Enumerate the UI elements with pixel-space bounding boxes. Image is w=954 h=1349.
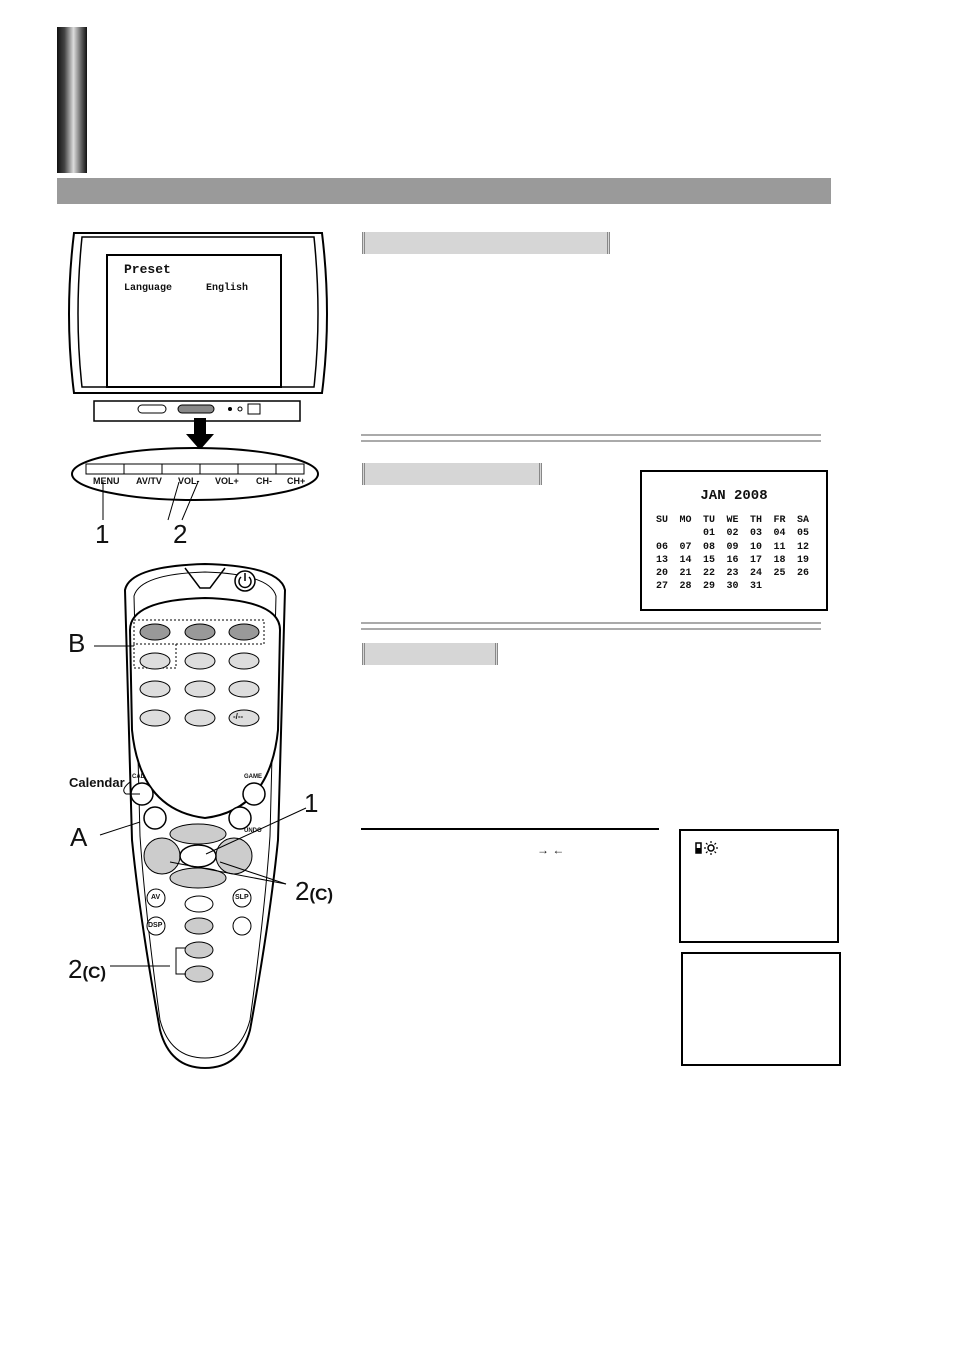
calendar-day: 14 — [679, 554, 692, 566]
divider-3 — [361, 828, 659, 830]
calendar-day: 15 — [703, 554, 716, 566]
calendar-week-row: 01 02 03 04 05 — [656, 527, 821, 540]
weekday: WE — [726, 515, 739, 526]
calendar-week-row: 06 07 08 09 10 11 12 — [656, 541, 821, 554]
remote-callout-lines — [94, 645, 307, 975]
calendar-day: 20 — [656, 568, 669, 580]
calendar-day — [774, 580, 798, 593]
calendar-day: 13 — [656, 554, 669, 566]
panel-label-ch-minus: CH- — [256, 476, 272, 486]
arrows-text: → ← — [537, 843, 565, 857]
calendar-display: JAN 2008 SU MO TU WE TH FR SA 01 02 03 04 05… — [640, 470, 828, 611]
calendar-day: 28 — [679, 581, 692, 593]
remote-label-game: GAME — [244, 774, 262, 780]
callout-1-remote: 1 — [304, 788, 319, 818]
calendar-day: 07 — [679, 541, 692, 553]
panel-label-avtv: AV/TV — [136, 476, 162, 486]
callout-lines — [102, 481, 199, 521]
osd-box-empty — [681, 952, 841, 1066]
callout-2c-remote: 2(C) — [295, 876, 334, 906]
calendar-day: 12 — [797, 541, 810, 553]
osd-title: Preset — [124, 262, 171, 277]
section-tab-3 — [362, 643, 498, 665]
section-tab-2 — [362, 463, 542, 485]
calendar-weekday-row: SU MO TU WE TH FR SA — [656, 514, 821, 527]
calendar-week-row: 20 21 22 23 24 25 26 — [656, 567, 821, 580]
divider-2 — [361, 622, 821, 630]
tv-screen — [106, 254, 282, 388]
panel-label-vol-minus: VOL- — [178, 476, 200, 486]
panel-label-ch-plus: CH+ — [287, 476, 306, 486]
calendar-day: 30 — [726, 581, 739, 593]
calendar-week-row: 13 14 15 16 17 18 19 — [656, 554, 821, 567]
calendar-week-row: 27 28 29 30 31 — [656, 580, 821, 593]
section-tab-1 — [362, 232, 610, 254]
calendar-day: 25 — [773, 568, 786, 580]
weekday: TH — [750, 515, 763, 526]
calendar-day: 19 — [797, 554, 810, 566]
weekday: SA — [797, 515, 810, 526]
weekday: FR — [773, 515, 786, 526]
panel-label-menu: MENU — [93, 476, 120, 486]
calendar-day: 09 — [726, 541, 739, 553]
calendar-day: 05 — [797, 528, 810, 540]
calendar-day: 10 — [750, 541, 763, 553]
calendar-day: 23 — [726, 568, 739, 580]
calendar-day: 06 — [656, 541, 669, 553]
section-header-bar — [57, 178, 831, 204]
panel-label-vol-plus: VOL+ — [215, 476, 239, 486]
calendar-day: 27 — [656, 581, 669, 593]
down-arrow-icon — [186, 418, 214, 450]
calendar-day — [680, 527, 704, 540]
chapter-tab — [57, 27, 87, 173]
remote-label-av: AV — [151, 894, 161, 901]
calendar-day: 16 — [726, 554, 739, 566]
calendar-day: 26 — [797, 568, 810, 580]
remote-label-slp: SLP — [235, 894, 249, 901]
calendar-day: 24 — [750, 568, 763, 580]
calendar-day: 03 — [750, 528, 763, 540]
calendar-day: 18 — [773, 554, 786, 566]
osd-box-picture — [679, 829, 839, 943]
calendar-day: 02 — [726, 528, 739, 540]
callout-calendar: Calendar — [69, 775, 125, 790]
callout-2c-left: 2(C) — [68, 954, 107, 984]
calendar-day: 31 — [750, 581, 763, 593]
weekday: SU — [656, 515, 669, 526]
callout-a: A — [70, 822, 88, 852]
calendar-day: 08 — [703, 541, 716, 553]
calendar-day: 17 — [750, 554, 763, 566]
calendar-day — [797, 580, 821, 593]
calendar-day — [656, 527, 680, 540]
calendar-day: 22 — [703, 568, 716, 580]
remote-label-cal: CAL — [132, 774, 145, 780]
callout-1-panel: 1 — [95, 519, 110, 549]
calendar-day: 21 — [679, 568, 692, 580]
calendar-day: 11 — [773, 541, 786, 553]
calendar-title: JAN 2008 — [700, 488, 768, 504]
remote-label-undo: UNDO — [244, 828, 262, 834]
callout-b: B — [68, 628, 86, 658]
osd-language-label: Language — [124, 283, 173, 294]
remote-label-dash-btn: -/-- — [233, 712, 244, 721]
brightness-icon — [695, 841, 718, 855]
weekday: TU — [703, 515, 716, 526]
calendar-day: 29 — [703, 581, 716, 593]
callout-2-panel: 2 — [173, 519, 188, 549]
calendar-day: 01 — [703, 528, 716, 540]
weekday: MO — [679, 515, 692, 526]
button-panel — [71, 447, 319, 501]
osd-language-value: English — [206, 283, 249, 294]
calendar-day: 04 — [773, 528, 786, 540]
remote-label-dsp: DSP — [148, 922, 163, 929]
divider-1 — [361, 434, 821, 442]
